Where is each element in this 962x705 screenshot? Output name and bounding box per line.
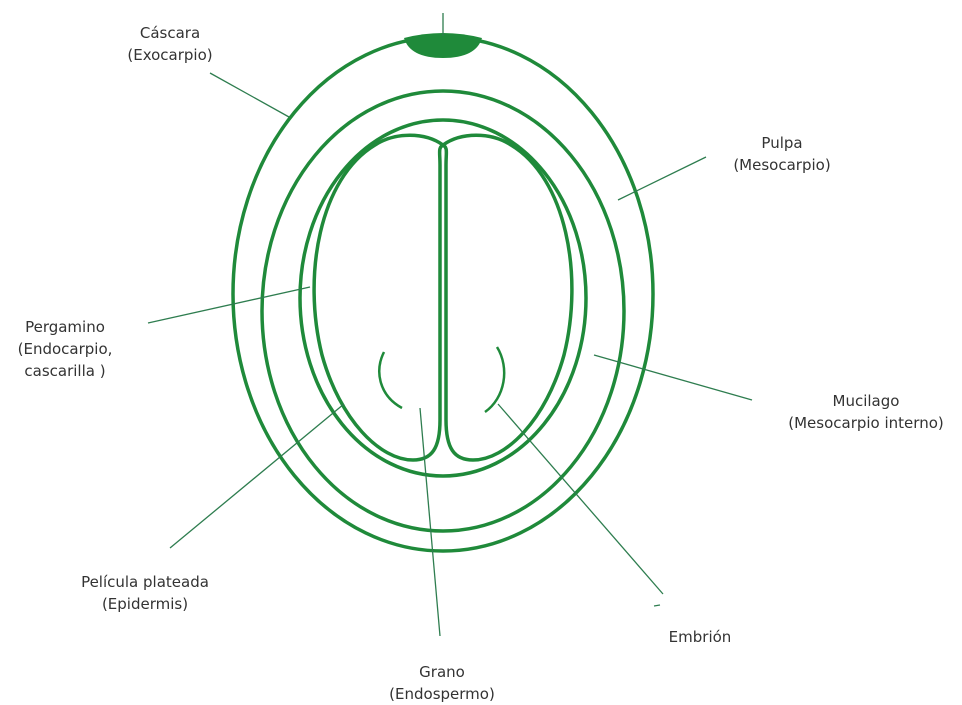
leader-mucilago <box>594 355 752 400</box>
embryo-right <box>485 347 504 412</box>
parchment-outline <box>300 120 586 476</box>
leader-pelicula <box>170 404 344 548</box>
exocarp-outline <box>233 37 653 551</box>
leader-tick <box>654 605 660 606</box>
leader-embrion <box>498 404 663 594</box>
leader-cascara <box>210 73 289 117</box>
label-pulpa: Pulpa (Mesocarpio) <box>712 132 852 176</box>
stem-scar <box>404 33 482 58</box>
label-pergamino: Pergamino (Endocarpio, cascarilla ) <box>0 316 130 382</box>
label-embrion: Embrión <box>650 626 750 648</box>
embryo-left <box>379 352 402 408</box>
label-cascara: Cáscara (Exocarpio) <box>100 22 240 66</box>
label-mucilago: Mucilago (Mesocarpio interno) <box>772 390 960 434</box>
label-pelicula: Película plateada (Epidermis) <box>50 571 240 615</box>
leader-pergamino <box>148 287 310 323</box>
label-grano: Grano (Endospermo) <box>372 661 512 705</box>
